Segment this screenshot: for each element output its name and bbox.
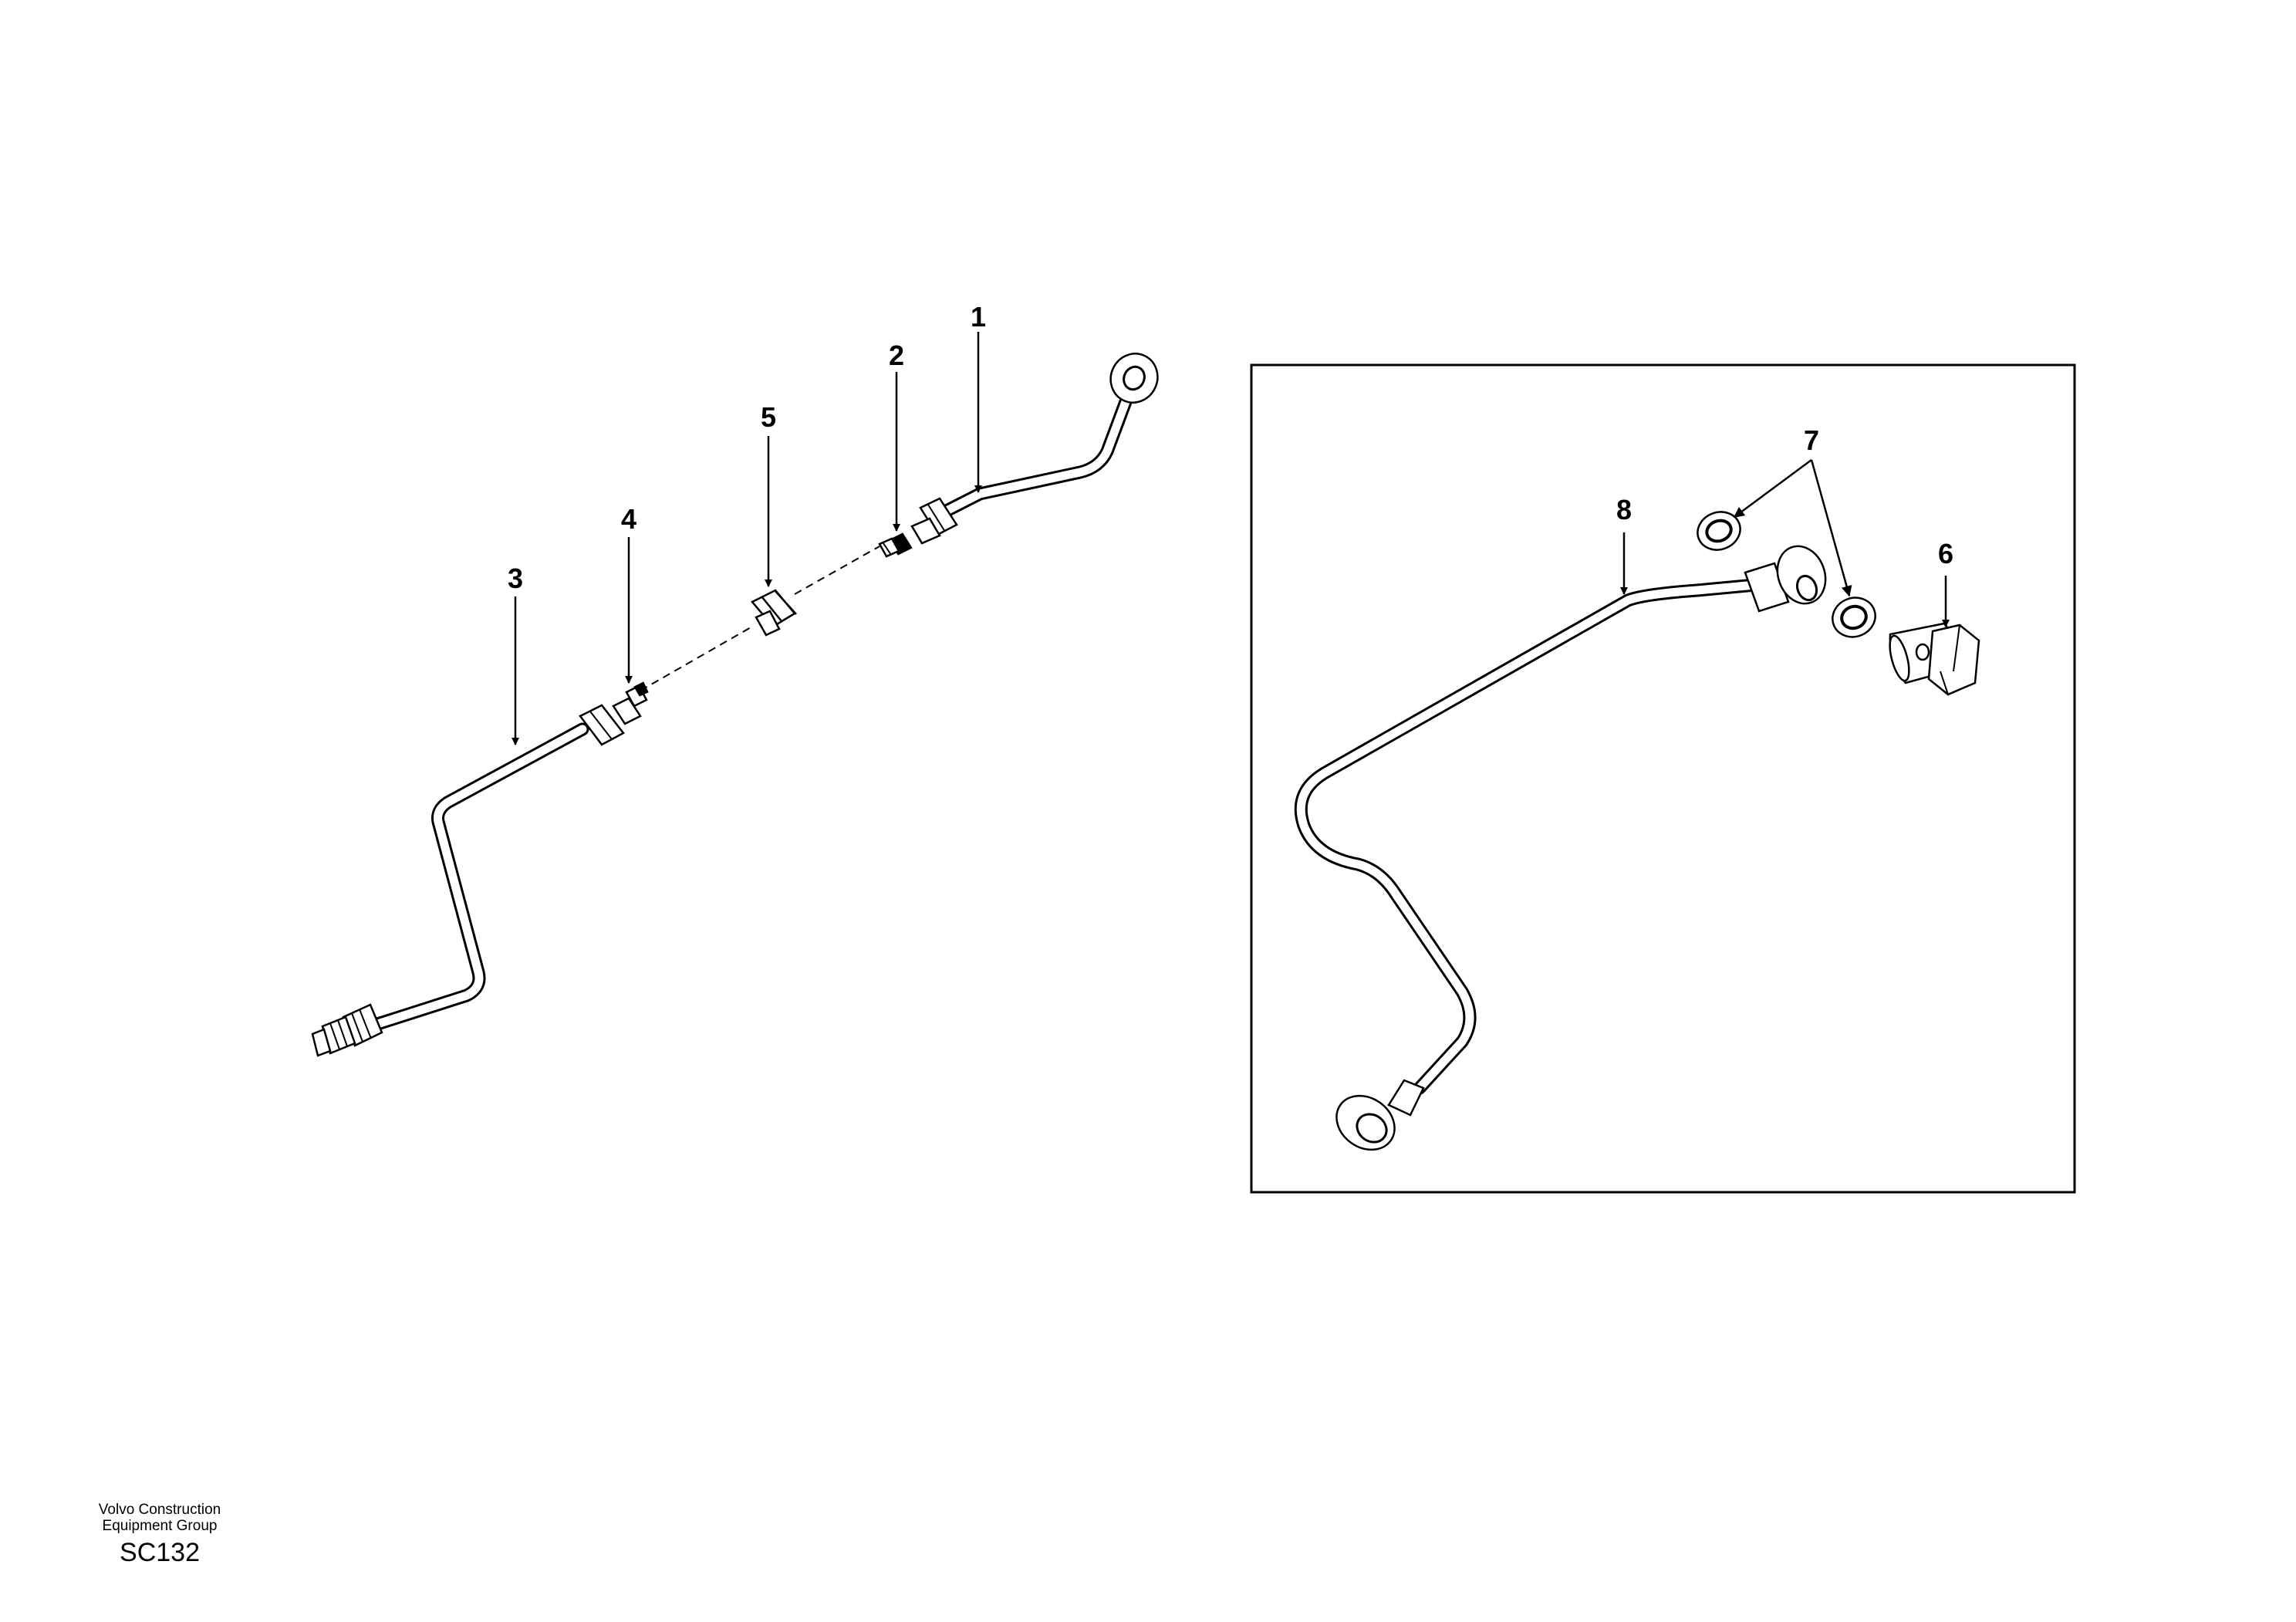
- pipe-3-nut: [579, 697, 642, 746]
- callout-7: 7: [1804, 424, 1819, 456]
- banjo-bolt-6: [1889, 622, 1980, 696]
- footer-code: SC132: [120, 1538, 200, 1567]
- pipe-1: [930, 353, 1159, 522]
- callout-6: 6: [1938, 538, 1953, 569]
- callout-5: 5: [761, 401, 776, 433]
- pipe-3: [363, 722, 589, 1033]
- footer-company-line1: Volvo Construction: [99, 1502, 221, 1518]
- footer-company-line2: Equipment Group: [103, 1518, 218, 1534]
- pipe-8: [1294, 578, 1762, 1095]
- callout-8: 8: [1616, 494, 1632, 525]
- banjo-eye-top: [1744, 545, 1827, 613]
- callout-2: 2: [889, 340, 904, 371]
- washer-7-upper: [1697, 511, 1741, 551]
- banjo-eye-bottom: [1335, 1079, 1425, 1151]
- union-5: [751, 589, 797, 637]
- nipple-2: [878, 532, 913, 558]
- pipe-1-nut: [910, 497, 958, 545]
- callout-1: 1: [971, 301, 986, 333]
- callout-4: 4: [621, 503, 636, 535]
- footer-block: Volvo Construction Equipment Group SC132: [99, 1502, 221, 1567]
- washer-7-lower: [1832, 596, 1876, 638]
- callout-3: 3: [508, 563, 523, 594]
- detail-frame: [1250, 363, 2076, 1194]
- pipe-3-end-fitting: [311, 1003, 383, 1057]
